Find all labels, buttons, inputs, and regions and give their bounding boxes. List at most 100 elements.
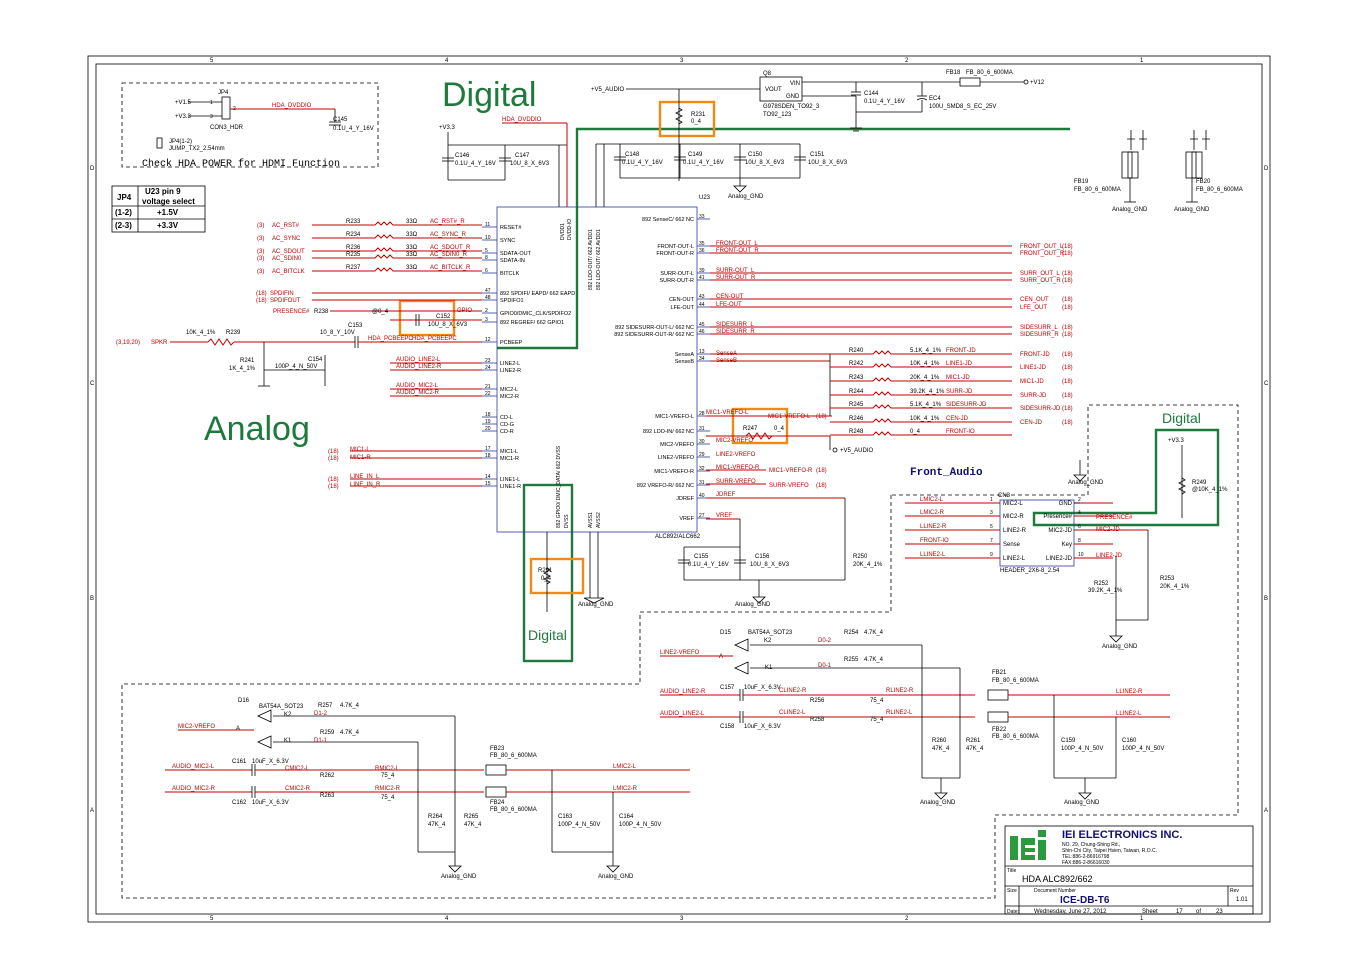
svg-text:SenseA: SenseA (716, 351, 737, 357)
resistor-value: 33Ω (406, 245, 418, 251)
svg-text:+V5_AUDIO: +V5_AUDIO (591, 87, 625, 93)
svg-text:Analog_GND: Analog_GND (1174, 207, 1210, 213)
c152-highlight (398, 299, 456, 337)
pin-label: 892 SIDESURR-OUT-R/ 662 NC (614, 332, 694, 338)
svg-text:Date:: Date: (1007, 909, 1019, 915)
svg-text:+V1.5: +V1.5 (175, 100, 192, 106)
svg-text:1: 1 (210, 100, 213, 106)
resistor-ref: R234 (346, 232, 361, 238)
svg-text:HDA_DVDDIO: HDA_DVDDIO (502, 117, 542, 123)
svg-text:+V12: +V12 (1030, 80, 1045, 86)
svg-text:Analog_GND: Analog_GND (441, 874, 477, 880)
fb19-fb20: FB19 FB_80_6_600MA Analog_GND FB20 FB_80… (1074, 130, 1243, 213)
svg-text:R264: R264 (428, 814, 443, 820)
svg-text:(1-2): (1-2) (115, 208, 132, 217)
net-name: AC_SDIN0 (272, 256, 302, 262)
svg-text:R250: R250 (853, 554, 868, 560)
pin-label: SDATA-OUT (500, 251, 532, 257)
out-net-label: SURR_OUT_R (1020, 278, 1061, 284)
resistor-ref: R243 (849, 375, 864, 381)
out-net-label: SURR_OUT_L (1020, 271, 1060, 277)
jp4-block: +V1.5 +V3.3 JP4 1 2 3 HDA_DVDDIO CON3_HD… (142, 90, 374, 170)
svg-text:Analog_GND: Analog_GND (728, 194, 764, 200)
resistor-icon (870, 431, 894, 436)
svg-text:MIC1-VREFO-R: MIC1-VREFO-R (769, 468, 813, 474)
front-audio-header: Front_Audio CN3 HEADER_2X6-8_2.54 LMIC2-… (905, 438, 1228, 650)
pin-label: Key (1062, 542, 1072, 548)
svg-text:0.1U_4_Y_16V: 0.1U_4_Y_16V (333, 126, 374, 132)
analog-region-label: Analog (204, 410, 310, 448)
svg-text:AUDIO_MIC2-L: AUDIO_MIC2-L (172, 764, 215, 770)
pin-label: LINE2-VREFO (658, 455, 695, 461)
svg-text:PRESENCE#: PRESENCE# (273, 309, 310, 315)
svg-text:K2: K2 (764, 638, 772, 644)
pin-label: LFE-OUT (670, 305, 694, 311)
pin-label: GND (1059, 501, 1073, 507)
svg-text:AVSS2: AVSS2 (596, 512, 602, 528)
svg-text:K1: K1 (284, 738, 292, 744)
svg-text:(18): (18) (328, 449, 339, 455)
pin-label: JDREF (676, 496, 694, 502)
svg-text:10uF_X_6.3V: 10uF_X_6.3V (252, 759, 289, 765)
resistor-icon (372, 247, 396, 252)
svg-text:D: D (1264, 166, 1269, 172)
pin-label: SDATA-IN (500, 258, 525, 264)
out-net-label: CEN_OUT (1020, 297, 1049, 303)
svg-text:0.1U_4_Y_16V: 0.1U_4_Y_16V (683, 160, 724, 166)
svg-text:0.1U_4_Y_16V: 0.1U_4_Y_16V (622, 160, 663, 166)
svg-text:TEL:886-2-86916798: TEL:886-2-86916798 (1062, 854, 1109, 860)
pin-number: 2 (1078, 497, 1081, 503)
svg-text:HDA_PCBEEPC: HDA_PCBEEPC (368, 336, 413, 342)
pin-label: MIC1-VREFO-R (654, 469, 694, 475)
digital-region-label: Digital (442, 76, 536, 114)
svg-text:C164: C164 (619, 814, 634, 820)
svg-text:C151: C151 (810, 152, 825, 158)
svg-text:C163: C163 (558, 814, 573, 820)
svg-text:@0_4: @0_4 (372, 309, 389, 315)
svg-text:C148: C148 (625, 152, 640, 158)
r247-highlight (731, 407, 789, 445)
sheet-tag: (18) (1062, 365, 1073, 371)
svg-text:RMIC2-L: RMIC2-L (375, 766, 400, 772)
u23-body (496, 206, 698, 533)
net-name: AC_SYNC (272, 236, 301, 242)
svg-text:4.7K_4: 4.7K_4 (864, 630, 884, 636)
sheet-tag: (18) (1062, 325, 1073, 331)
svg-text:AUDIO_LINE2-R: AUDIO_LINE2-R (660, 689, 706, 695)
pin-number: 21 (485, 384, 491, 390)
svg-text:D16: D16 (238, 698, 250, 704)
fb21-bead (987, 689, 1009, 701)
resistor-icon (870, 377, 894, 382)
pin-number: 3 (990, 510, 993, 516)
svg-text:1: 1 (1140, 916, 1144, 922)
digital-ground-box (522, 483, 574, 663)
svg-text:C153: C153 (348, 323, 363, 329)
svg-text:Front_Audio: Front_Audio (910, 467, 983, 479)
svg-text:0.1U_4_Y_16V: 0.1U_4_Y_16V (864, 99, 905, 105)
svg-text:D0-2: D0-2 (818, 638, 832, 644)
svg-text:AUDIO_MIC2-R: AUDIO_MIC2-R (172, 786, 216, 792)
svg-text:FB_80_6_600MA: FB_80_6_600MA (490, 807, 537, 813)
sheet-tag: (18) (1062, 244, 1073, 250)
svg-text:HDA_DVDDIO: HDA_DVDDIO (272, 103, 312, 109)
net-name: SIDESURR-JD (946, 402, 987, 408)
svg-text:1K_4_1%: 1K_4_1% (229, 366, 256, 372)
svg-text:FB24: FB24 (490, 800, 505, 806)
svg-text:CLINE2-L: CLINE2-L (779, 710, 806, 716)
svg-text:R239: R239 (226, 330, 241, 336)
svg-text:Rev: Rev (1230, 888, 1239, 894)
pin-label: LINE2-L (1003, 556, 1026, 562)
pin-number: 10 (1078, 552, 1084, 558)
pin-label: LINE1-L (500, 477, 520, 483)
out-net-label: FRONT_OUT_R (1020, 251, 1065, 257)
svg-text:CON3_HDR: CON3_HDR (210, 125, 244, 131)
fb18-bead (959, 77, 981, 87)
net-name: LMIC2-L (920, 497, 944, 503)
pin-label: MIC2-R (500, 394, 519, 400)
svg-text:Analog_GND: Analog_GND (1112, 207, 1148, 213)
resistor-value: 33Ω (406, 265, 418, 271)
svg-text:RLINE2-L: RLINE2-L (886, 710, 913, 716)
pin-number: 20 (485, 426, 491, 432)
pin-label: BITCLK (500, 271, 520, 277)
svg-text:R257: R257 (318, 703, 333, 709)
